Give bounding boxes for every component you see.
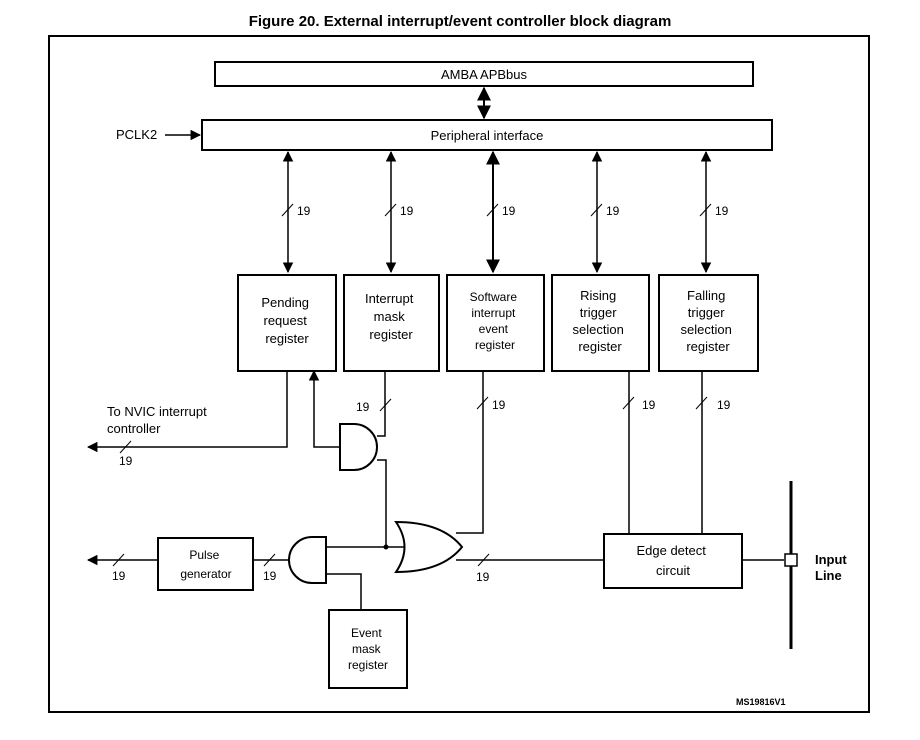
interrupt-and-gate-wiring: 19	[308, 369, 392, 547]
figure-title: Figure 20. External interrupt/event cont…	[249, 13, 672, 30]
svg-text:19: 19	[263, 569, 277, 583]
svg-text:19: 19	[715, 204, 729, 218]
edge-detect-label: Edge detect circuit	[636, 543, 709, 578]
diagram-frame	[48, 35, 870, 713]
event-mask-register	[328, 609, 408, 689]
register-bus-links: 19 19 19 19 19	[281, 150, 729, 274]
input-line-label: Input Line	[815, 552, 850, 583]
event-and-gate-wiring: 19	[254, 553, 362, 610]
rising-trigger-selection-register	[551, 274, 650, 372]
reference-code: MS19816V1	[736, 697, 786, 707]
amba-bus-label: AMBA APBbus	[441, 67, 527, 82]
svg-text:19: 19	[297, 204, 311, 218]
interrupt-and-gate	[339, 423, 378, 471]
software-interrupt-event-label: Software interrupt event register	[470, 290, 521, 352]
peripheral-interface-label: Peripheral interface	[431, 128, 544, 143]
event-mask-label: Event mask register	[348, 626, 388, 672]
falling-trigger-label: Falling trigger selection register	[681, 288, 736, 354]
interrupt-mask-register	[343, 274, 440, 372]
svg-text:19: 19	[606, 204, 620, 218]
svg-text:19: 19	[119, 454, 133, 468]
or-gate	[394, 520, 464, 574]
svg-text:19: 19	[717, 398, 731, 412]
peripheral-interface-block	[201, 119, 773, 151]
or-gate-wiring: 19 19	[326, 371, 604, 584]
svg-text:19: 19	[112, 569, 126, 583]
pending-request-label: Pending request register	[261, 295, 312, 346]
software-interrupt-event-register	[446, 274, 545, 372]
pulse-generator-block	[157, 537, 254, 591]
trigger-to-edge-links: 19 19	[622, 371, 731, 534]
event-and-gate	[288, 536, 327, 584]
svg-text:19: 19	[492, 398, 506, 412]
pulse-generator-label: Pulse generator	[180, 548, 231, 581]
edge-detect-circuit	[603, 533, 743, 589]
pclk2-label: PCLK2	[116, 127, 157, 142]
nvic-label: To NVIC interrupt controller	[107, 404, 210, 436]
svg-text:19: 19	[356, 400, 370, 414]
interrupt-mask-label: Interrupt mask register	[365, 291, 417, 342]
svg-text:19: 19	[502, 204, 516, 218]
svg-text:19: 19	[642, 398, 656, 412]
nvic-output-path: 19	[86, 371, 288, 468]
svg-text:19: 19	[476, 570, 490, 584]
falling-trigger-selection-register	[658, 274, 759, 372]
event-output-path: 19	[86, 553, 158, 583]
svg-text:19: 19	[400, 204, 414, 218]
amba-bus-block	[214, 61, 754, 87]
rising-trigger-label: Rising trigger selection register	[573, 288, 628, 354]
input-line	[742, 481, 798, 649]
